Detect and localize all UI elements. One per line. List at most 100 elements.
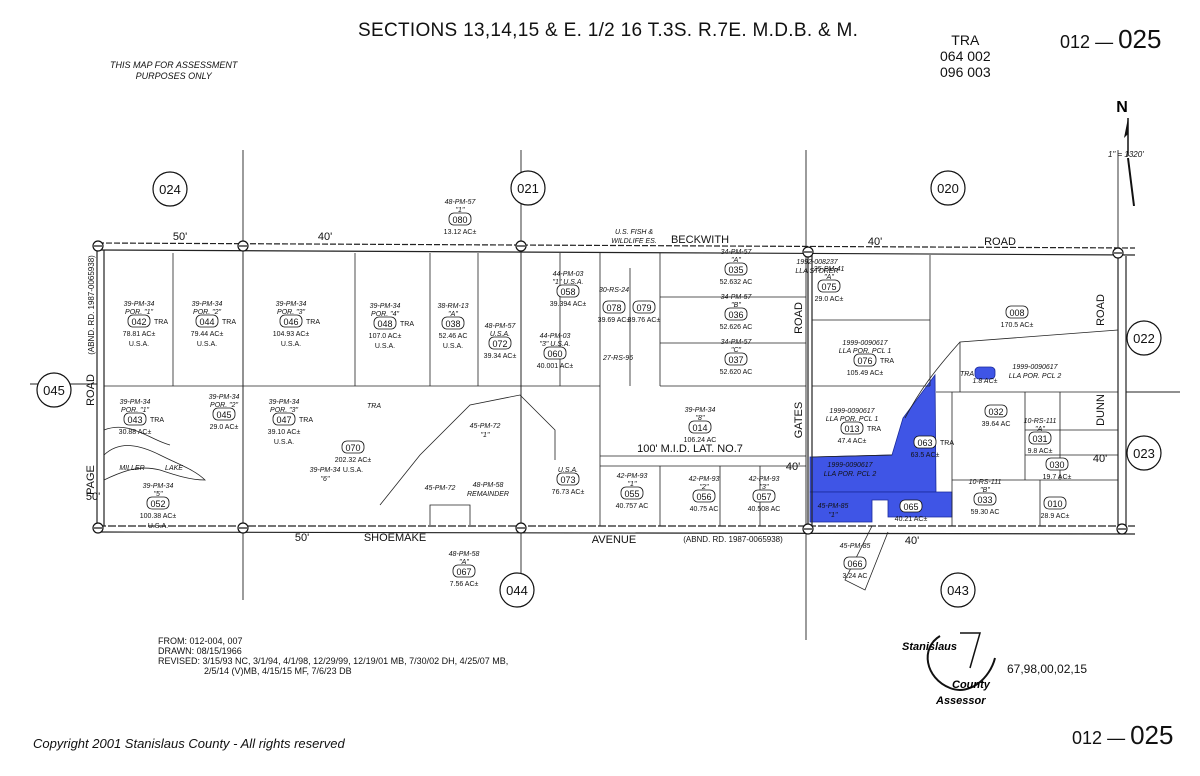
parcel-area: 40.75 AC xyxy=(690,506,719,513)
parcel-number: 075 xyxy=(821,282,836,292)
road-width: 50' xyxy=(86,491,100,503)
map-history: FROM: 012-004, 007 DRAWN: 08/15/1966 REV… xyxy=(158,636,508,676)
parcel-tra: TRA xyxy=(299,417,313,424)
parcel-tra: TRA xyxy=(400,321,414,328)
parcel-owner: U.S.A. xyxy=(281,341,301,348)
parcel-owner: U.S.A. xyxy=(274,439,294,446)
adjacent-map-circle xyxy=(940,572,976,608)
road-beckwith: BECKWITH xyxy=(671,234,729,246)
adjacent-map-circle xyxy=(36,372,72,408)
tra-legend: TRA 064 002 096 003 xyxy=(940,32,991,80)
history-drawn: DRAWN: 08/15/1966 xyxy=(158,646,242,656)
parcel-doc-label: 39-PM-34 xyxy=(143,483,174,490)
parcel-owner: U.S.A. xyxy=(148,523,168,530)
map-annotation: 1.8 AC± xyxy=(973,378,998,385)
adjacent-map-label: 022 xyxy=(1133,331,1155,346)
map-annotation: REMAINDER xyxy=(467,491,509,498)
road-abandoned-left: (ABND. RD. 1987-0065938) xyxy=(87,255,96,355)
parcel-number: 010 xyxy=(1047,499,1062,509)
parcel-area: 19.7 AC± xyxy=(1043,474,1072,481)
parcel-number-box xyxy=(620,486,644,500)
parcel-sub-label: U.S.A. xyxy=(490,331,510,338)
adjacent-map-circle xyxy=(1126,435,1162,471)
parcel-tra: TRA xyxy=(154,319,168,326)
parcel-doc-label: 34-PM-57 xyxy=(721,249,753,256)
north-arrow-icon: N xyxy=(1116,99,1135,207)
adjacent-map-label: 045 xyxy=(43,383,65,398)
parcel-doc-label: 38-RM-13 xyxy=(437,303,468,310)
tra-row-1: 064 002 xyxy=(940,48,991,64)
map-number-bottom: 012 — 025 xyxy=(1072,720,1173,751)
parcel-number: 058 xyxy=(560,287,575,297)
parcel-number: 013 xyxy=(844,424,859,434)
parcel-number: 067 xyxy=(456,567,471,577)
parcel-area: 40.757 AC xyxy=(616,503,649,510)
parcel-number-box xyxy=(853,353,877,367)
parcel-number-box xyxy=(543,346,567,360)
county-assessor-logo: Stanislaus County Assessor xyxy=(900,628,1010,713)
parcel-doc-label: 39-PM-34 xyxy=(685,407,716,414)
parcel-area: 29.0 AC± xyxy=(210,424,239,431)
county-logo-icon: Stanislaus County Assessor xyxy=(902,632,996,707)
parcel-doc-label: 42-PM-93 xyxy=(689,476,720,483)
parcel-number-box xyxy=(602,300,626,314)
parcel-area: 52.626 AC xyxy=(720,324,753,331)
parcel-number-box xyxy=(272,412,296,426)
parcel-number-box xyxy=(724,262,748,276)
road-abandoned-bottom: (ABND. RD. 1987-0065938) xyxy=(683,535,783,544)
parcel-sub-label: POR. "4" xyxy=(371,311,399,318)
map-scale: 1" = 1320' xyxy=(1108,150,1144,159)
map-annotation: LLA POR. PCL 2 xyxy=(824,471,877,478)
parcel-number: 048 xyxy=(377,319,392,329)
parcel-tra: TRA xyxy=(150,417,164,424)
parcel-area: 40.001 AC± xyxy=(537,363,574,370)
parcel-number: 036 xyxy=(728,310,743,320)
parcel-owner: U.S.A. xyxy=(443,343,463,350)
svg-text:County: County xyxy=(952,679,991,691)
parcel-sub-label: "1" xyxy=(628,481,637,488)
map-annotation: "1" xyxy=(481,432,490,439)
map-annotation: 45-PM-85 xyxy=(818,503,849,510)
adjacent-map-label: 044 xyxy=(506,583,528,598)
